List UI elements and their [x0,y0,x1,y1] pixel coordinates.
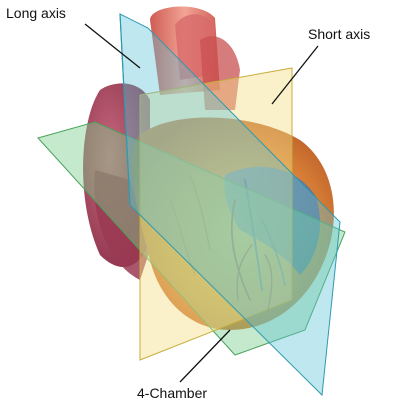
four-chamber-label: 4-Chamber [137,385,207,401]
long-axis-label: Long axis [6,5,66,21]
short-axis-label: Short axis [308,26,370,42]
